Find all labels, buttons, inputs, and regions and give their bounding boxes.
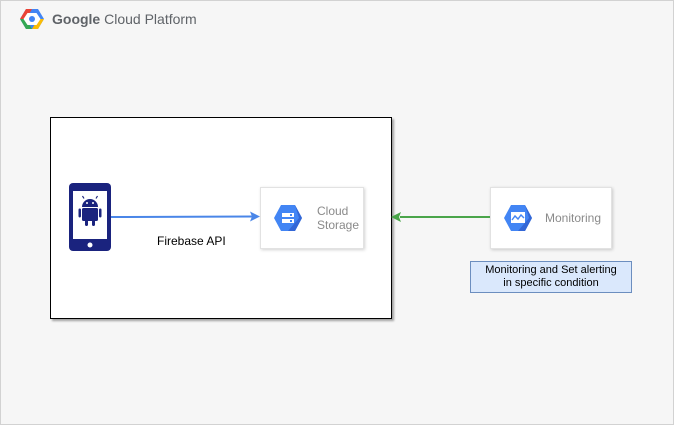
cloud-storage-node[interactable]: Cloud Storage <box>260 187 364 249</box>
monitoring-edge[interactable] <box>391 212 490 222</box>
monitoring-node[interactable]: Monitoring <box>490 187 612 249</box>
android-phone-node[interactable] <box>69 183 111 251</box>
cloud-storage-icon <box>274 205 302 231</box>
gcp-header: Google Cloud Platform <box>20 8 197 30</box>
monitoring-icon <box>504 205 532 231</box>
android-phone-icon <box>69 183 111 251</box>
firebase-api-edge[interactable] <box>110 211 260 222</box>
header-title: Google Cloud Platform <box>52 11 197 27</box>
monitoring-note[interactable]: Monitoring and Set alerting in specific … <box>470 261 632 293</box>
gcp-hexagon-icon <box>20 9 44 29</box>
firebase-api-label: Firebase API <box>157 234 226 248</box>
cloud-storage-label: Cloud Storage <box>317 204 360 232</box>
monitoring-label: Monitoring <box>545 211 602 225</box>
